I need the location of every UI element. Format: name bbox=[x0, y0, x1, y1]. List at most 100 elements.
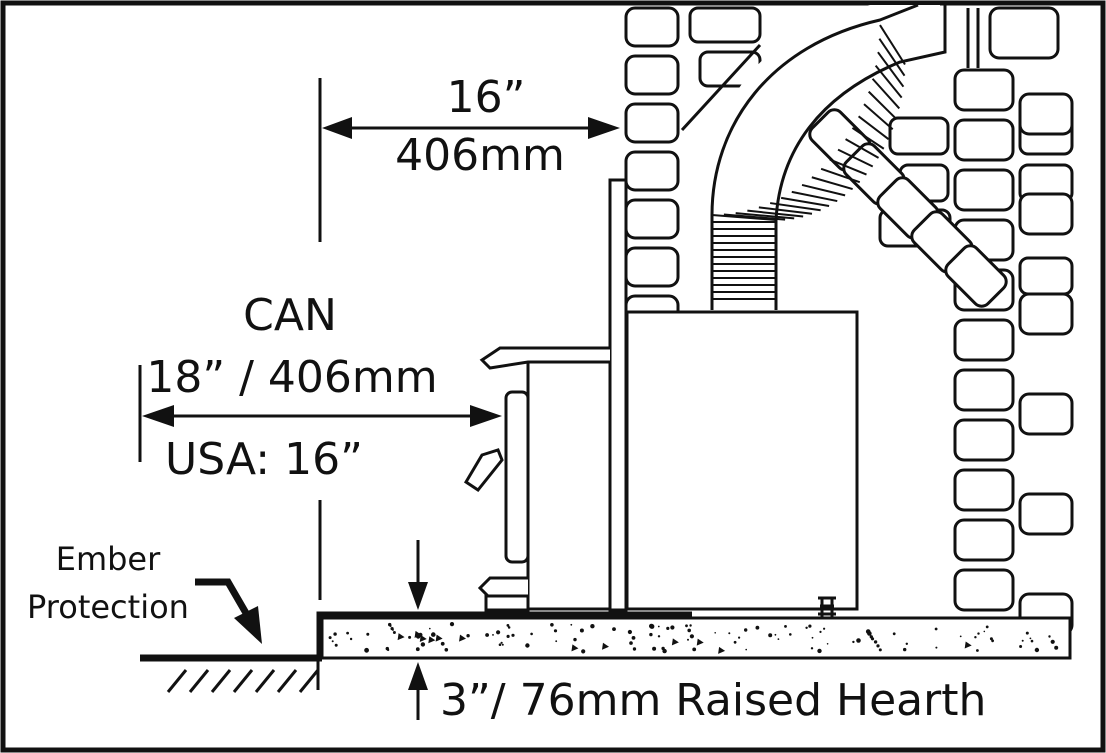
stove-top-lip bbox=[479, 346, 610, 370]
stove-foot bbox=[484, 594, 530, 612]
rib bbox=[820, 167, 861, 184]
speckle bbox=[983, 630, 986, 633]
speckle bbox=[977, 632, 980, 635]
liner-inner-wall bbox=[710, 3, 919, 310]
rib bbox=[845, 138, 880, 159]
rib bbox=[758, 206, 813, 215]
stove-front bbox=[526, 360, 612, 611]
speckle bbox=[498, 643, 502, 646]
speckle bbox=[823, 627, 826, 630]
speckle bbox=[391, 628, 394, 631]
speckle bbox=[959, 635, 962, 638]
rib bbox=[851, 127, 885, 150]
leg-leveler bbox=[818, 596, 836, 620]
brick bbox=[1018, 492, 1074, 536]
liner-outer-wall bbox=[774, 5, 947, 310]
brick bbox=[953, 68, 1015, 112]
brick bbox=[953, 318, 1015, 362]
speckle bbox=[714, 632, 716, 634]
speckle bbox=[530, 632, 533, 636]
rib bbox=[747, 209, 804, 218]
liner-ribs bbox=[711, 24, 906, 300]
speckle bbox=[570, 623, 573, 626]
rib bbox=[770, 202, 821, 212]
speckle bbox=[555, 640, 558, 643]
brick bbox=[1018, 292, 1074, 336]
speckle bbox=[573, 637, 577, 642]
rib bbox=[711, 214, 777, 221]
speckle bbox=[991, 639, 994, 643]
speckle bbox=[444, 648, 449, 652]
speckle bbox=[1054, 645, 1059, 650]
speckle bbox=[627, 629, 633, 635]
speckle bbox=[429, 627, 431, 630]
hatch-line bbox=[276, 669, 298, 693]
speckle bbox=[685, 624, 688, 628]
hearth-label: 3”/ 76mm Raised Hearth bbox=[440, 675, 986, 726]
aggregate bbox=[696, 638, 704, 646]
can-dim: 18” / 406mm bbox=[146, 352, 437, 403]
speckle bbox=[728, 632, 731, 635]
rib bbox=[874, 64, 903, 99]
speckle bbox=[364, 647, 369, 653]
hatch-line bbox=[210, 669, 232, 693]
rib bbox=[780, 196, 830, 207]
speckle bbox=[666, 626, 670, 631]
speckle bbox=[870, 637, 875, 641]
speckle bbox=[415, 647, 420, 652]
speckle bbox=[974, 636, 977, 639]
dimension-side: CAN 18” / 406mm USA: 16” bbox=[138, 290, 502, 600]
speckle bbox=[738, 636, 741, 639]
speckle bbox=[985, 625, 989, 629]
speckle bbox=[805, 626, 808, 629]
brick bbox=[953, 418, 1015, 462]
speckle bbox=[768, 633, 773, 638]
brick bbox=[624, 150, 680, 192]
aggregate bbox=[419, 635, 427, 643]
speckle bbox=[689, 634, 695, 639]
aggregate bbox=[601, 642, 609, 650]
rib bbox=[857, 115, 890, 140]
speckle bbox=[733, 640, 737, 644]
speckle bbox=[744, 628, 748, 632]
raised-hearth bbox=[316, 611, 1072, 660]
hearth-slab bbox=[316, 616, 1072, 660]
speckle bbox=[755, 625, 760, 630]
speckle bbox=[511, 633, 515, 637]
speckle bbox=[386, 648, 390, 652]
speckle bbox=[346, 631, 349, 635]
speckle bbox=[408, 635, 412, 639]
usa-dim: USA: 16” bbox=[165, 434, 363, 485]
arrow-right-icon bbox=[588, 117, 620, 139]
speckle bbox=[1030, 639, 1034, 643]
brick bbox=[1018, 392, 1074, 436]
speckle bbox=[1029, 637, 1032, 640]
ember-protection-plate bbox=[316, 611, 692, 658]
rib bbox=[723, 213, 786, 221]
speckle bbox=[873, 640, 878, 644]
stove bbox=[463, 310, 859, 620]
rib bbox=[801, 183, 846, 197]
rib bbox=[867, 90, 898, 120]
speckle bbox=[349, 637, 353, 641]
brick bbox=[944, 244, 1008, 308]
top-dim-imperial: 16” bbox=[447, 72, 526, 123]
dimension-hearth: 3”/ 76mm Raised Hearth bbox=[408, 540, 986, 726]
ash-lip bbox=[477, 576, 528, 598]
aggregate bbox=[397, 633, 405, 641]
rib bbox=[829, 158, 867, 176]
can-label: CAN bbox=[243, 290, 337, 341]
wall-shield-panel bbox=[608, 178, 628, 612]
speckle bbox=[333, 632, 337, 636]
hatch-line bbox=[188, 669, 210, 693]
floor bbox=[140, 654, 322, 693]
speckle bbox=[581, 649, 586, 654]
speckle bbox=[1048, 635, 1051, 638]
speckle bbox=[579, 628, 584, 633]
speckle bbox=[745, 648, 747, 651]
callout-arrow-icon bbox=[234, 606, 262, 644]
speckle bbox=[440, 641, 445, 646]
speckle bbox=[649, 623, 654, 629]
aggregate bbox=[671, 638, 679, 646]
